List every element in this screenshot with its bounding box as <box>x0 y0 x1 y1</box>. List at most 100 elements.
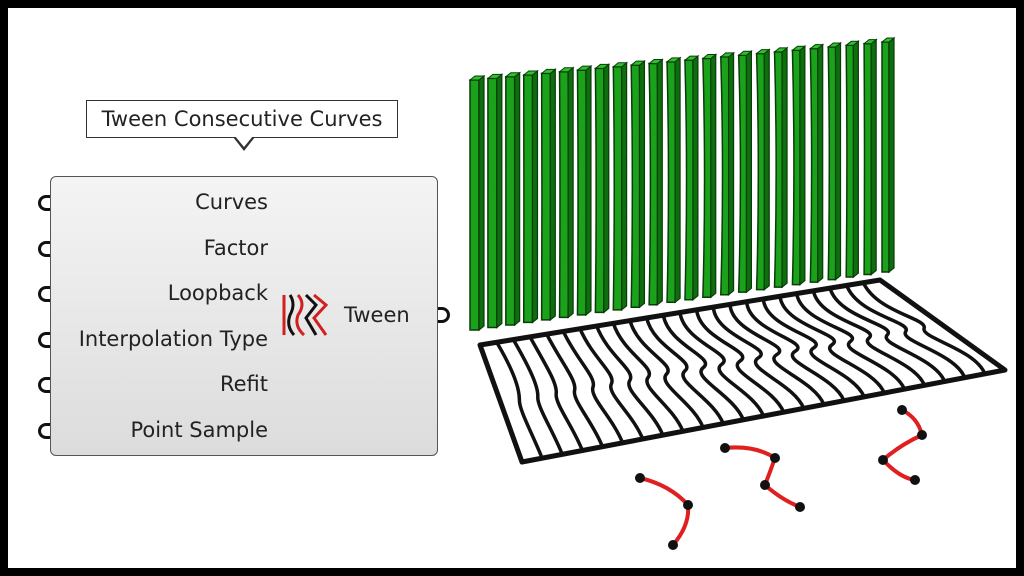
control-point <box>917 430 927 440</box>
tween-curve <box>845 284 967 379</box>
tween-bar-top <box>719 52 735 58</box>
source-curve <box>639 476 691 547</box>
tween-bar-side <box>692 54 699 301</box>
tween-curve <box>611 322 685 433</box>
tween-bar-side <box>745 49 752 294</box>
tween-curve <box>595 325 665 436</box>
control-point <box>910 475 920 485</box>
tween-bar <box>540 72 552 321</box>
control-point <box>668 540 678 550</box>
tween-curve <box>761 298 866 398</box>
tween-bar <box>505 75 516 326</box>
tooltip-pointer-fill <box>235 136 253 147</box>
tween-curve <box>861 281 987 375</box>
tween-bar-side <box>531 69 539 324</box>
tween-bar-top <box>808 44 825 50</box>
source-curve <box>724 445 801 509</box>
tween-curve <box>628 320 705 429</box>
tween-bar-side <box>549 68 556 322</box>
tween-bar-top <box>773 47 789 53</box>
control-point <box>770 453 780 463</box>
tween-bar-top <box>844 40 860 46</box>
tween-bar-top <box>522 70 539 76</box>
tween-curve <box>744 301 846 402</box>
tween-curve <box>828 287 947 383</box>
tween-bar-top <box>540 68 557 74</box>
control-point <box>683 500 693 510</box>
tween-bar-top <box>880 37 896 43</box>
input-grip-interpolation-type[interactable] <box>38 331 50 348</box>
output-tween-label: Tween <box>344 303 410 327</box>
tween-bar-side <box>763 48 770 291</box>
input-label-factor: Factor <box>203 235 268 260</box>
tween-bar-side <box>674 56 681 304</box>
tween-curve <box>811 290 927 387</box>
tween-bar-top <box>647 58 664 64</box>
control-point <box>760 480 770 490</box>
output-grip-tween[interactable] <box>438 307 450 323</box>
tween-bar-top <box>791 45 807 51</box>
tween-bar-top <box>683 55 700 61</box>
tween-bar-top <box>701 54 718 60</box>
tween-bar-side <box>621 61 628 312</box>
tween-bar-side <box>834 41 842 281</box>
tween-bar-side <box>638 59 646 309</box>
tween-curve <box>495 341 544 459</box>
tween-bar <box>863 42 873 276</box>
tween-curve <box>511 338 564 455</box>
tween-bar-top <box>755 49 771 55</box>
control-point <box>795 502 805 512</box>
tween-curve <box>694 309 786 413</box>
tween-bar-side <box>870 38 877 276</box>
tween-curve <box>678 312 766 417</box>
tween-bar <box>487 77 498 329</box>
tween-bar <box>881 41 890 273</box>
input-grip-curves[interactable] <box>38 195 50 211</box>
tween-bar-top <box>629 60 646 66</box>
tween-bar <box>558 70 570 319</box>
tween-bar-side <box>603 63 610 314</box>
tween-bar-top <box>593 63 611 69</box>
input-label-refit: Refit <box>219 372 268 396</box>
tween-bar <box>594 67 606 314</box>
tween-component[interactable] <box>50 176 438 456</box>
tween-bar-side <box>656 58 663 307</box>
tween-curve <box>528 336 584 452</box>
input-grip-point-sample[interactable] <box>38 422 50 439</box>
input-grip-refit[interactable] <box>38 377 50 393</box>
source-curve <box>880 408 925 482</box>
tween-bar-side <box>727 51 735 296</box>
tween-bar-side <box>852 40 859 279</box>
tween-bar <box>469 79 480 331</box>
tween-bar-top <box>826 42 842 48</box>
tween-bar-side <box>888 36 895 274</box>
control-point <box>897 405 907 415</box>
tween-curve <box>794 293 906 390</box>
input-label-loopback: Loopback <box>167 281 268 305</box>
tween-bar-top <box>862 39 878 45</box>
tween-bar-side <box>585 64 592 317</box>
tween-curve <box>711 306 806 410</box>
tween-bar-side <box>514 71 521 327</box>
tween-bar-top <box>665 57 682 63</box>
input-label-interpolation-type: Interpolation Type <box>78 326 268 351</box>
tween-bar-side <box>817 43 824 284</box>
tween-bar-side <box>781 46 788 289</box>
tween-bar-top <box>576 65 593 71</box>
tween-bar-side <box>799 45 806 286</box>
tween-bar-top <box>504 72 522 78</box>
tween-curve <box>778 295 886 394</box>
input-grip-factor[interactable] <box>38 240 50 257</box>
tween-bar-side <box>478 74 485 332</box>
input-grip-loopback[interactable] <box>38 286 50 302</box>
tween-curve <box>545 333 605 448</box>
tween-bar <box>576 69 588 316</box>
tween-bar <box>522 74 534 324</box>
tween-curve <box>561 330 625 444</box>
tween-bar-top <box>737 50 753 56</box>
tween-curves-icon <box>280 290 330 344</box>
tween-curve <box>644 317 725 425</box>
control-point <box>878 455 888 465</box>
tween-curve <box>578 328 645 440</box>
